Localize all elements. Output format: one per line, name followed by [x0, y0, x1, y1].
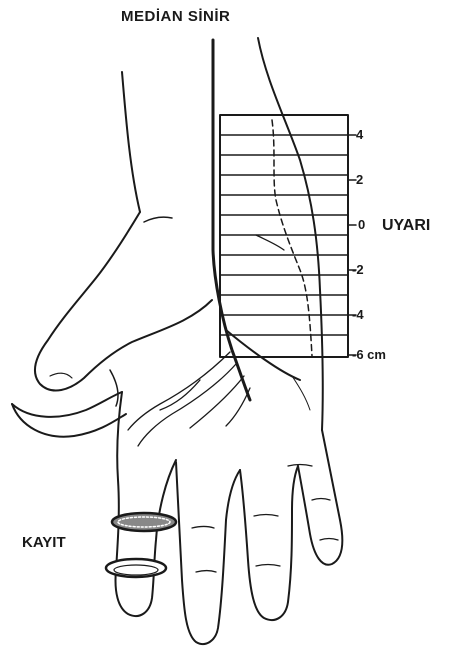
nerve-branch [256, 235, 284, 250]
scale-tick-label: 2 [356, 172, 363, 187]
stimulation-grid [220, 115, 356, 357]
palm-creases [128, 352, 310, 446]
recording-label: KAYIT [22, 535, 66, 550]
scale-tick-label: -6 cm [352, 347, 386, 362]
scale-tick-label: -2 [352, 262, 364, 277]
grid-frame [220, 115, 348, 357]
scale-tick-label: 4 [356, 127, 363, 142]
upper-ring-electrode [112, 513, 176, 531]
palm-outline [12, 330, 300, 437]
scale-tick-label: -4 [352, 307, 364, 322]
thumb-outline [35, 212, 212, 406]
forearm-outline [122, 38, 323, 430]
median-nerve-label: MEDİAN SİNİR [121, 9, 230, 24]
stimulation-label: UYARI [382, 218, 430, 234]
scale-tick-label: 0 [358, 217, 365, 232]
